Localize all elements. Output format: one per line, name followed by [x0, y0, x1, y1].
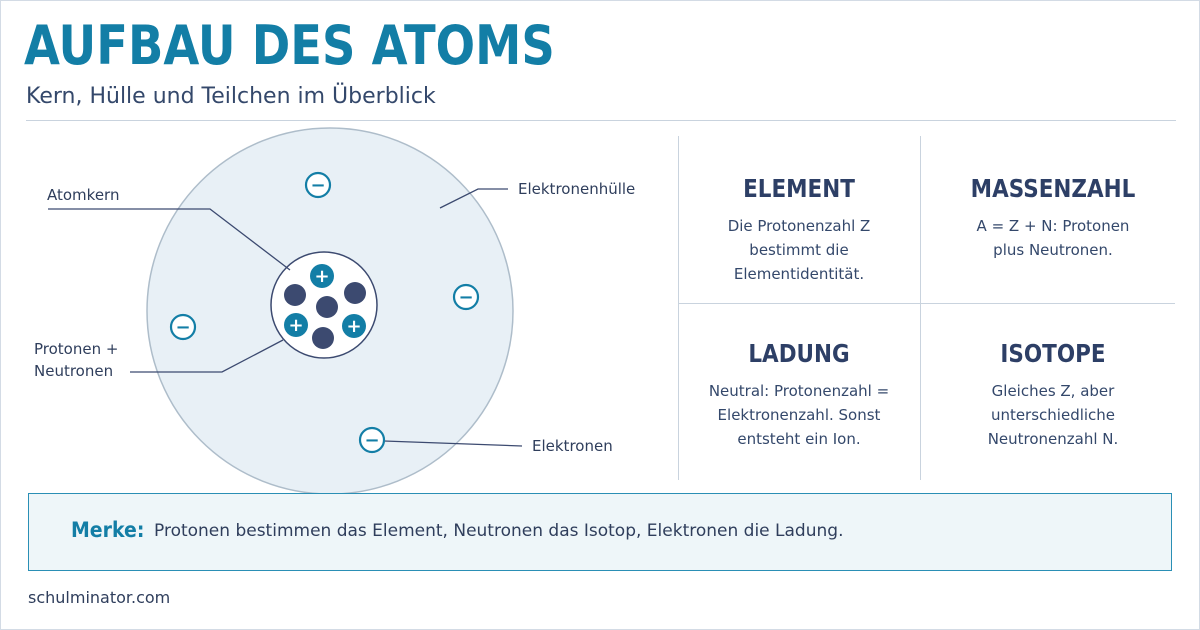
fact-card-isotope: ISOTOPE Gleiches Z, aber unterschiedlich… — [932, 339, 1174, 451]
fact-title: LADUNG — [748, 339, 850, 368]
page-title: AUFBAU DES ATOMS — [24, 14, 555, 77]
electron: − — [304, 171, 332, 199]
label-protonen: Protonen + — [34, 340, 119, 358]
fact-title: MASSENZAHL — [970, 174, 1136, 203]
fact-text: Gleiches Z, aber unterschiedliche Neutro… — [987, 382, 1119, 448]
svg-text:−: − — [310, 175, 325, 196]
leader-line-nucleus — [48, 208, 291, 271]
proton: + — [342, 314, 366, 338]
label-elektronenhuelle: Elektronenhülle — [518, 180, 636, 198]
svg-text:−: − — [364, 430, 379, 451]
leader-line-electrons — [383, 440, 523, 447]
facts-grid: ELEMENT Die Protonenzahl Z bestimmt die … — [678, 136, 1175, 480]
label-neutronen: Neutronen — [34, 362, 114, 380]
svg-text:+: + — [314, 266, 329, 287]
header-divider — [26, 120, 1176, 121]
grid-divider — [678, 303, 1175, 304]
merke-label: Merke: — [71, 518, 145, 542]
neutron — [344, 282, 366, 304]
grid-divider — [678, 136, 679, 480]
leader-line-shell — [439, 188, 508, 209]
svg-text:+: + — [346, 316, 361, 337]
neutron — [312, 327, 334, 349]
electron: − — [169, 313, 197, 341]
neutron — [284, 284, 306, 306]
neutron — [316, 296, 338, 318]
svg-text:−: − — [458, 287, 473, 308]
electron: − — [452, 283, 480, 311]
fact-title: ISOTOPE — [1000, 339, 1106, 368]
footer-site: schulminator.com — [28, 588, 171, 607]
svg-text:−: − — [175, 317, 190, 338]
fact-card-massenzahl: MASSENZAHL A = Z + N: Protonen plus Neut… — [932, 174, 1174, 262]
fact-text: A = Z + N: Protonen plus Neutronen. — [976, 217, 1130, 259]
grid-divider — [920, 136, 921, 480]
proton: + — [310, 264, 334, 288]
proton: + — [284, 313, 308, 337]
atom-diagram: + + + − − − − — [48, 127, 523, 495]
fact-text: Die Protonenzahl Z bestimmt die Elementi… — [727, 217, 871, 283]
fact-title: ELEMENT — [743, 174, 855, 203]
label-elektronen: Elektronen — [532, 437, 613, 455]
fact-card-element: ELEMENT Die Protonenzahl Z bestimmt die … — [678, 174, 920, 286]
fact-card-ladung: LADUNG Neutral: Protonenzahl = Elektrone… — [678, 339, 920, 451]
page-subtitle: Kern, Hülle und Teilchen im Überblick — [26, 84, 436, 109]
merke-box: Merke: Protonen bestimmen das Element, N… — [28, 493, 1172, 571]
leader-line-nucleons — [130, 339, 284, 373]
label-atomkern: Atomkern — [47, 186, 120, 204]
electron: − — [358, 426, 386, 454]
merke-text: Protonen bestimmen das Element, Neutrone… — [154, 521, 844, 541]
fact-text: Neutral: Protonenzahl = Elektronenzahl. … — [708, 382, 890, 448]
svg-text:+: + — [288, 315, 303, 336]
